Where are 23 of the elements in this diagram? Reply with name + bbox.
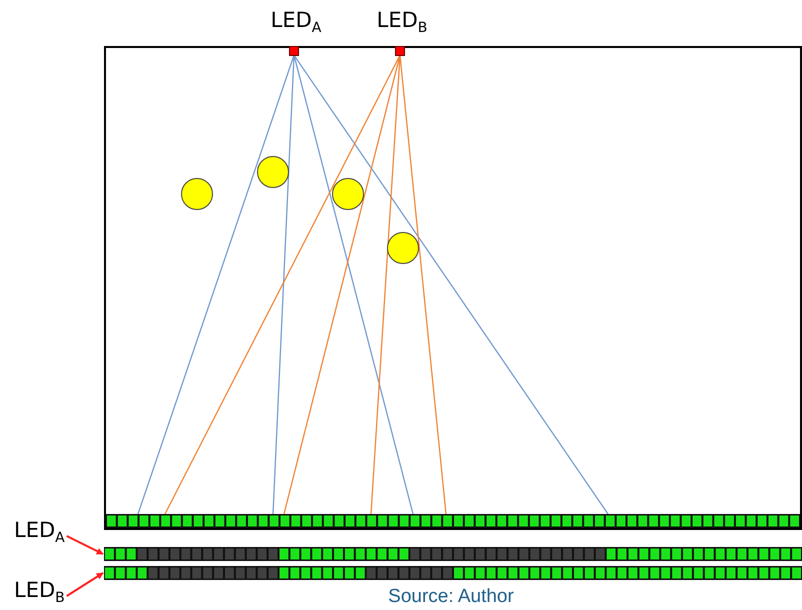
light-ray	[399, 55, 447, 514]
led-label: LED$_{B}$	[376, 8, 428, 38]
light-ray	[164, 54, 401, 514]
light-ray	[283, 55, 401, 514]
arrow	[66, 572, 104, 597]
led-label: LED$_{B}$	[14, 578, 65, 608]
obstacle-circle	[387, 232, 419, 264]
light-ray	[294, 54, 608, 514]
caption: Source: Author	[388, 586, 514, 607]
sensor-strip	[106, 514, 800, 528]
sensor-readout-bar	[104, 566, 802, 580]
light-ray	[293, 55, 414, 514]
obstacle-circle	[257, 156, 289, 188]
obstacle-circle	[332, 178, 364, 210]
light-ray	[272, 55, 295, 514]
sensor-readout-bar	[104, 547, 802, 561]
light-ray	[370, 55, 401, 514]
led-label: LED$_{A}$	[270, 8, 322, 38]
arrow	[66, 535, 104, 555]
light-ray	[137, 55, 295, 514]
scene-frame	[104, 46, 802, 530]
led-label: LED$_{A}$	[14, 518, 65, 548]
obstacle-circle	[181, 178, 213, 210]
